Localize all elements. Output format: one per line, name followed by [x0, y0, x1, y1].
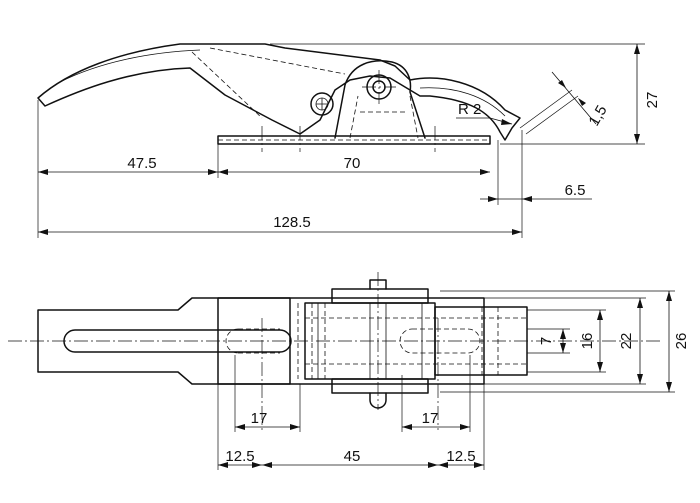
dim-12-5-right-label: 12.5 [446, 448, 475, 465]
pivot-small-outer [310, 92, 334, 116]
dim-47-5-arrow-left [38, 169, 48, 175]
top-base-plate [217, 297, 485, 385]
lever-inner-curve-2 [419, 87, 506, 117]
dim-26-arrow-top [666, 291, 672, 301]
top-left-slot-hidden [225, 328, 280, 354]
top-hinge-cap-top [331, 288, 429, 304]
lever-hidden-edge [191, 47, 346, 119]
dim-47-5-label: 47.5 [127, 155, 156, 172]
dim-17-right-arrow-a [402, 424, 412, 430]
dim-12-5-left-arrow-a [218, 462, 228, 468]
dim-22-label: 22 [618, 333, 635, 350]
dim-6-5-arrow-right [522, 196, 532, 202]
dim-1-5-label: 1,5 [586, 102, 611, 129]
dim-27-arrow-top [634, 44, 640, 54]
dim-16-arrow-top [597, 310, 603, 320]
dim-22-arrow-bottom [637, 374, 643, 384]
dim-47-5-arrow-right [208, 169, 218, 175]
top-hinge-lines [317, 303, 423, 379]
dim-6-5-arrow-left [488, 196, 498, 202]
hinge-bracket-hidden [349, 95, 419, 139]
dim-7-arrow-bottom [560, 343, 566, 353]
dim-70-arrow-left [218, 169, 228, 175]
dim-12-5-right-arrow-a [438, 462, 448, 468]
hinge-bracket [334, 60, 426, 139]
lever-outline [37, 43, 521, 141]
top-right-plate [434, 306, 528, 376]
dim-128-5-label: 128.5 [273, 214, 311, 231]
dim-45-label: 45 [344, 448, 361, 465]
dim-r2-label: R 2 [458, 101, 481, 118]
top-center-lines-v [261, 272, 439, 430]
top-view: 7 16 22 26 17 17 12.5 45 [8, 272, 690, 470]
dim-27-arrow-bottom [634, 134, 640, 144]
dim-17-right-arrow-b [460, 424, 470, 430]
side-ext-lines [37, 43, 645, 238]
dim-45-arrow-a [262, 462, 272, 468]
side-center-lines [261, 70, 436, 152]
dim-22-arrow-top [637, 298, 643, 308]
dim-70-label: 70 [344, 155, 361, 172]
dim-17-left-arrow-b [290, 424, 300, 430]
top-hidden-lines [297, 303, 527, 379]
top-hinge-cap-bottom [331, 378, 429, 394]
dim-16-label: 16 [579, 333, 596, 350]
dim-128-5-arrow-left [38, 229, 48, 235]
dim-1-5-arrow-b [578, 98, 586, 106]
dim-17-left-label: 17 [251, 410, 268, 427]
dim-12-5-left-label: 12.5 [225, 448, 254, 465]
dim-17-left-arrow-a [235, 424, 245, 430]
top-right-slot [399, 328, 481, 354]
dim-128-5-arrow-right [512, 229, 522, 235]
side-view: 27 47.5 70 6.5 128.5 R 2 1,5 [37, 43, 661, 238]
dim-r2-arrow [501, 119, 512, 125]
dim-16-arrow-bottom [597, 362, 603, 372]
dim-7-arrow-top [560, 329, 566, 339]
dim-1-5-ext [519, 89, 579, 135]
dim-26-label: 26 [673, 333, 690, 350]
top-lever-slot [63, 329, 292, 353]
dim-45-arrow-b [428, 462, 438, 468]
dim-7-label: 7 [538, 337, 555, 345]
top-ext-lines [217, 290, 675, 470]
dim-1-5-arrow-a [558, 80, 566, 88]
lever-inner-curve [59, 49, 201, 83]
dim-1-5-line [551, 71, 597, 125]
dim-26-arrow-bottom [666, 382, 672, 392]
dim-12-5-left-arrow-b [252, 462, 262, 468]
dim-27-label: 27 [644, 92, 661, 109]
pivot-small-cross [316, 98, 328, 110]
dim-17-right-label: 17 [422, 410, 439, 427]
dim-6-5-label: 6.5 [565, 182, 586, 199]
dim-12-5-right-arrow-b [474, 462, 484, 468]
dim-70-arrow-right [480, 169, 490, 175]
